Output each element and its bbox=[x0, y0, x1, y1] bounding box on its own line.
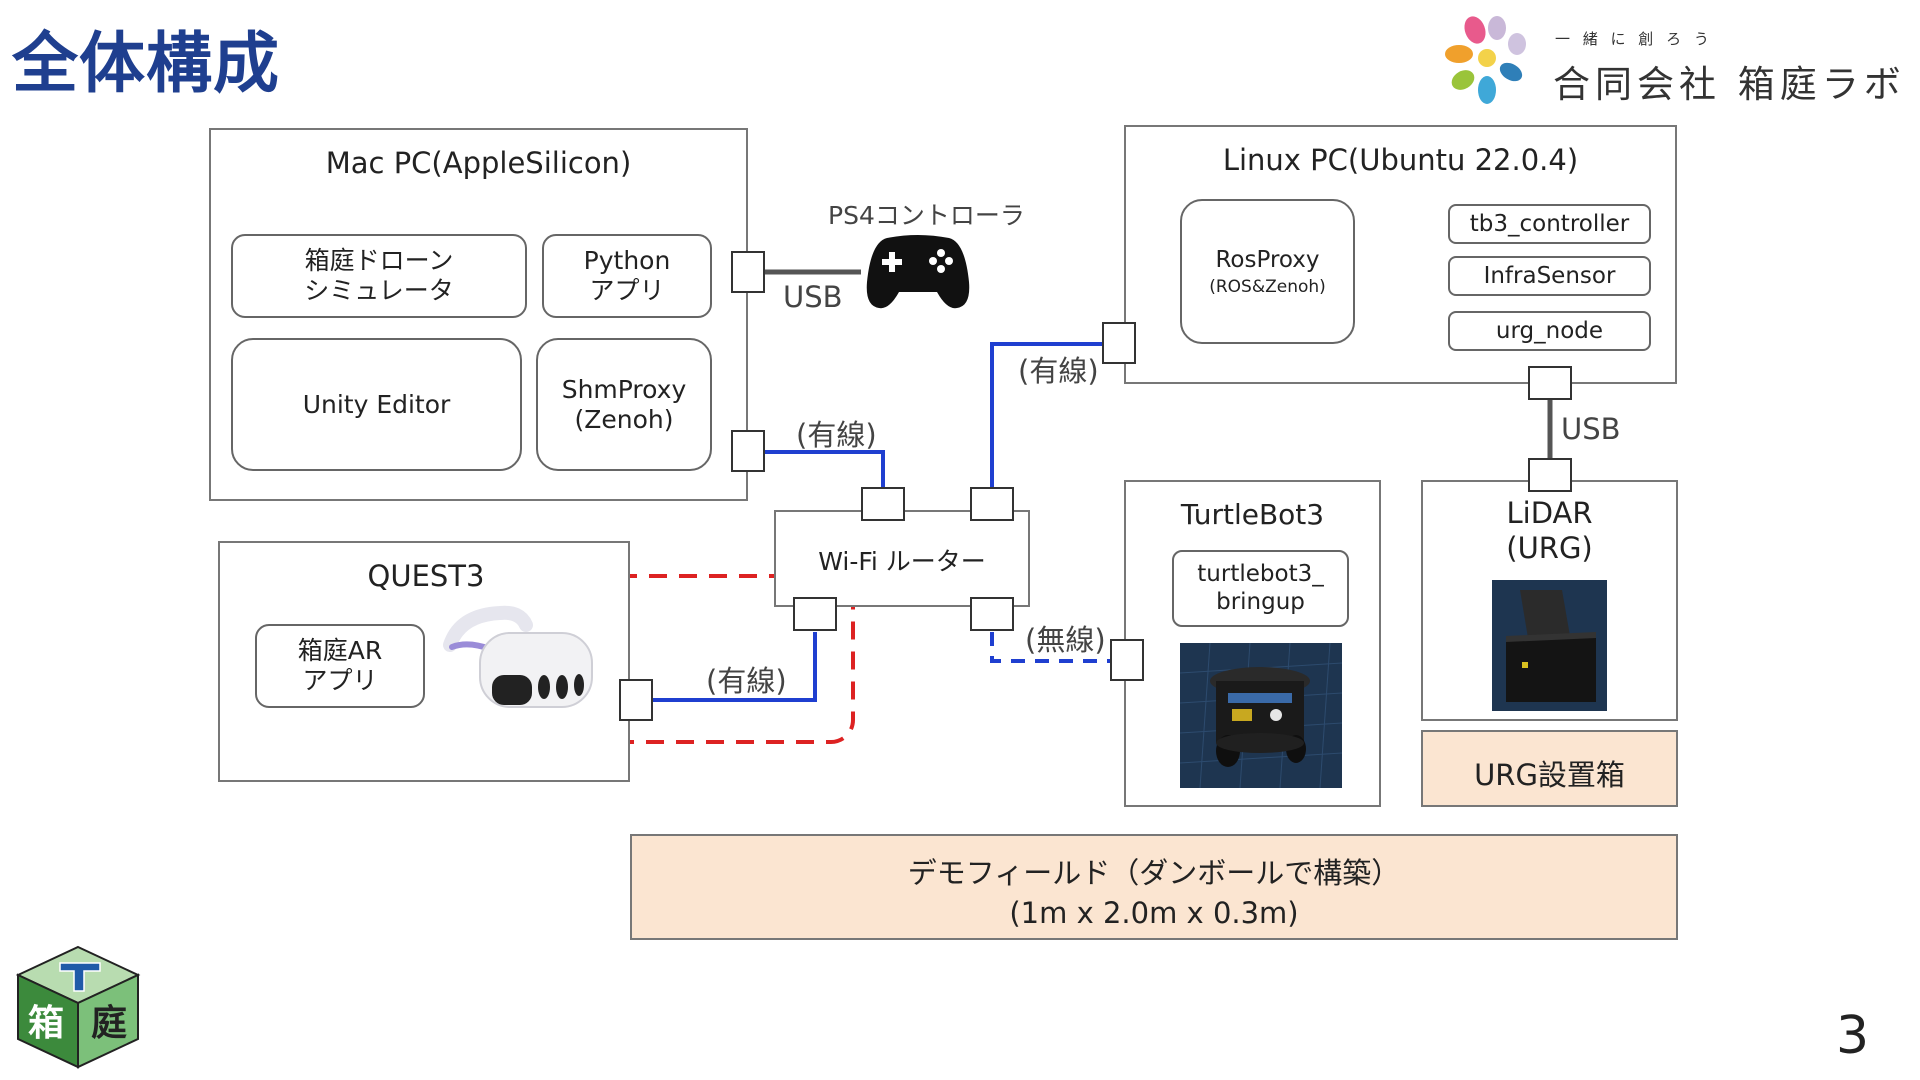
turtlebot-robot-image bbox=[1180, 643, 1342, 788]
quest-wired-label: (有線) bbox=[706, 664, 787, 698]
wireless-label: (無線) bbox=[1025, 623, 1106, 657]
mac-wired-label: (有線) bbox=[796, 418, 877, 452]
lidar-usb-port bbox=[1528, 458, 1572, 492]
shm-proxy-module: ShmProxy (Zenoh) bbox=[536, 338, 712, 471]
company-tagline: 一 緒 に 創 ろ う bbox=[1555, 30, 1713, 48]
ros-proxy-module: RosProxy (ROS&Zenoh) bbox=[1180, 199, 1355, 344]
lidar-usb-label: USB bbox=[1561, 412, 1621, 446]
ros-proxy-sub: (ROS&Zenoh) bbox=[1209, 276, 1326, 297]
ros-proxy-name: RosProxy bbox=[1215, 246, 1320, 273]
urg-node: urg_node bbox=[1448, 311, 1651, 351]
wired-highlight bbox=[595, 574, 855, 744]
python-app-module: Python アプリ bbox=[542, 234, 712, 318]
page-title: 全体構成 bbox=[12, 25, 280, 102]
lidar-sensor-image bbox=[1492, 580, 1607, 711]
gamepad-icon bbox=[866, 235, 970, 309]
ps4-label: PS4コントローラ bbox=[828, 201, 1025, 230]
wifi-router-box: Wi-Fi ルーター bbox=[774, 510, 1030, 607]
wireless-wire bbox=[990, 632, 1112, 663]
linux-router-wire bbox=[990, 342, 1103, 487]
logo-char-2: 庭 bbox=[91, 1003, 127, 1044]
logo-char-1: 箱 bbox=[28, 1003, 64, 1044]
ps4-usb-label: USB bbox=[783, 280, 843, 314]
quest-lan-port bbox=[619, 679, 653, 721]
hakoniwa-ar-app-module: 箱庭AR アプリ bbox=[255, 624, 425, 708]
tb3-controller-node: tb3_controller bbox=[1448, 204, 1651, 244]
company-logo: 一 緒 に 創 ろ う 合同会社 箱庭ラボ bbox=[1445, 10, 1905, 110]
company-name: 合同会社 箱庭ラボ bbox=[1553, 63, 1906, 106]
demo-field-box: デモフィールド（ダンボールで構築） (1m x 2.0m x 0.3m) bbox=[630, 834, 1678, 940]
turtlebot-title: TurtleBot3 bbox=[1180, 498, 1325, 531]
turtlebot-bringup-module: turtlebot3_ bringup bbox=[1172, 550, 1349, 627]
quest3-title: QUEST3 bbox=[367, 559, 485, 593]
router-port-mac bbox=[861, 487, 905, 521]
page-number: 3 bbox=[1836, 1006, 1870, 1066]
router-label: Wi-Fi ルーター bbox=[818, 547, 986, 576]
demo-field-line1: デモフィールド（ダンボールで構築） bbox=[907, 856, 1401, 890]
router-port-linux bbox=[970, 487, 1014, 521]
linux-usb-port bbox=[1528, 366, 1572, 400]
vr-headset-icon bbox=[443, 605, 593, 708]
infra-sensor-node: InfraSensor bbox=[1448, 256, 1651, 296]
linux-lan-port bbox=[1102, 322, 1136, 364]
mac-router-wire bbox=[765, 450, 885, 487]
turtlebot-wireless-port bbox=[1110, 639, 1144, 681]
router-port-quest bbox=[793, 597, 837, 631]
demo-field-line2: (1m x 2.0m x 0.3m) bbox=[1009, 896, 1299, 930]
router-port-wireless bbox=[970, 597, 1014, 631]
mac-lan-port bbox=[731, 430, 765, 472]
urg-box-label: URG設置箱 bbox=[1474, 758, 1625, 792]
quest-router-wire bbox=[653, 632, 817, 702]
linux-wired-label: (有線) bbox=[1018, 354, 1099, 388]
lidar-title: LiDAR (URG) bbox=[1506, 496, 1593, 565]
mac-usb-port bbox=[731, 251, 765, 293]
hakoniwa-cube-logo: 箱 庭 bbox=[16, 945, 141, 1069]
flower-logo-icon bbox=[1445, 16, 1526, 104]
drone-simulator-module: 箱庭ドローン シミュレータ bbox=[231, 234, 527, 318]
mac-pc-title: Mac PC(AppleSilicon) bbox=[325, 146, 632, 180]
linux-pc-title: Linux PC(Ubuntu 22.0.4) bbox=[1222, 143, 1579, 177]
urg-box: URG設置箱 bbox=[1421, 730, 1678, 807]
unity-editor-module: Unity Editor bbox=[231, 338, 522, 471]
